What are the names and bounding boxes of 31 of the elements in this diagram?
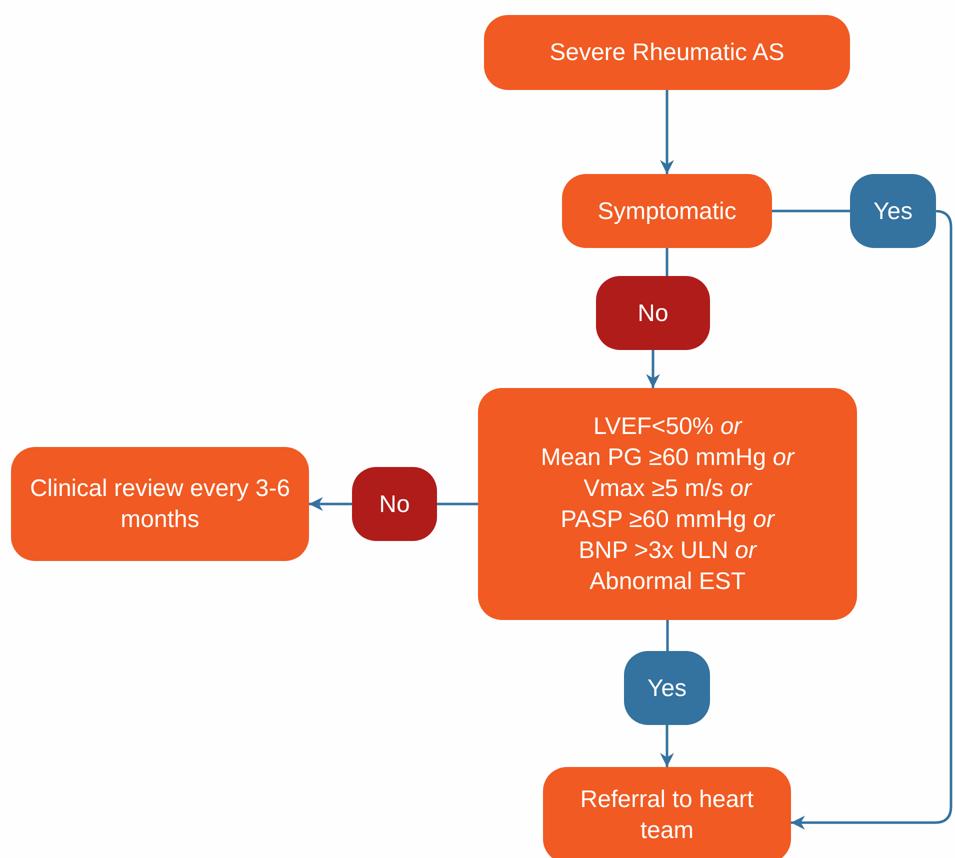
node-text: No [379,490,410,520]
arrow [646,350,660,388]
node-text: Yes [873,196,913,226]
connector-line [772,210,850,212]
answer-box [624,651,710,725]
criterion-text: Vmax ≥5 m/s or [584,474,752,504]
criteria-box [478,388,857,620]
connector-line [437,502,478,506]
outcome-box [543,767,791,858]
node-text: Referral to heart team [579,785,755,846]
node-text: Symptomatic [598,196,736,226]
criterion-text: LVEF<50% or [593,412,742,442]
node-text: Yes [647,674,687,704]
criterion-text: Abnormal EST [589,567,746,597]
arrow [660,90,674,174]
node-text: No [638,298,668,328]
answer-box [850,174,936,248]
outcome-box [11,447,309,561]
arrow [660,725,674,767]
start-box [484,15,850,90]
arrow [309,497,352,511]
answer-box [596,276,710,350]
decision-box [562,174,772,248]
criterion-text: PASP ≥60 mmHg or [560,505,774,535]
answer-box [352,467,437,541]
criterion-text: BNP >3x ULN or [578,536,756,566]
node-text: Severe Rheumatic AS [550,38,784,68]
connector-line [666,248,668,276]
connector-line [666,620,669,651]
node-text: Clinical review every 3-6 months [28,474,292,535]
criterion-text: Mean PG ≥60 mmHg or [540,443,794,473]
